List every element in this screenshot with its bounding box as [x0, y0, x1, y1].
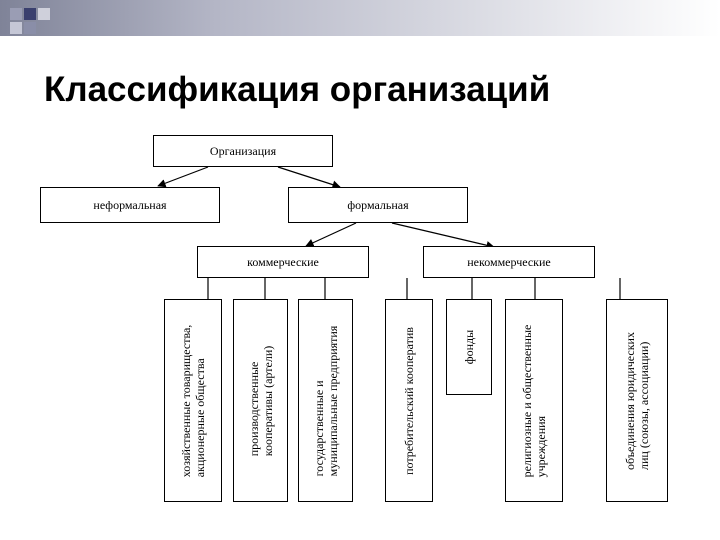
node-organization: Организация: [153, 135, 333, 167]
node-label: некоммерческие: [467, 254, 551, 269]
node-label: потребительский кооператив: [402, 326, 416, 475]
node-label: фонды: [462, 329, 476, 365]
connector-arrow: [157, 166, 209, 188]
decor-square: [24, 8, 36, 20]
node-label: акционерные общества: [193, 357, 207, 477]
node-label: государственные и: [311, 379, 326, 476]
node-formal: формальная: [288, 187, 468, 223]
connector-arrow: [277, 166, 341, 189]
node-legal-entity-associations: объединения юридических лиц (союзы, ассо…: [606, 299, 668, 502]
node-label: религиозные и общественные: [520, 324, 534, 477]
decor-square: [38, 8, 50, 20]
node-production-cooperatives: производственные кооперативы (артели): [233, 299, 288, 502]
connector-arrow: [305, 222, 357, 247]
connector-arrow: [391, 222, 495, 250]
node-label: формальная: [347, 197, 409, 212]
node-label: неформальная: [93, 197, 167, 212]
node-label: Организация: [209, 143, 277, 158]
node-label: кооперативы (артели): [260, 345, 275, 456]
node-informal: неформальная: [40, 187, 220, 223]
node-state-enterprises: государственные и муниципальные предприя…: [298, 299, 353, 502]
node-business-partnerships: хозяйственные товарищества, акционерные …: [164, 299, 222, 502]
node-label: коммерческие: [247, 254, 319, 269]
node-commercial: коммерческие: [197, 246, 369, 278]
decor-square: [10, 8, 22, 20]
node-label: учреждения: [534, 415, 548, 477]
slide-header-bar: [0, 0, 720, 36]
page-title: Классификация организаций: [44, 70, 551, 109]
node-funds: фонды: [446, 299, 492, 395]
node-noncommercial: некоммерческие: [423, 246, 595, 278]
node-label: муниципальные предприятия: [325, 325, 340, 476]
node-label: хозяйственные товарищества,: [179, 324, 193, 477]
decor-square: [10, 22, 22, 34]
node-consumer-cooperative: потребительский кооператив: [385, 299, 433, 502]
node-label: лиц (союзы, ассоциации): [637, 341, 651, 470]
node-label: объединения юридических: [623, 331, 637, 470]
node-religious-public: религиозные и общественные учреждения: [505, 299, 563, 502]
node-label: производственные: [246, 361, 261, 456]
decor-square: [24, 22, 36, 34]
